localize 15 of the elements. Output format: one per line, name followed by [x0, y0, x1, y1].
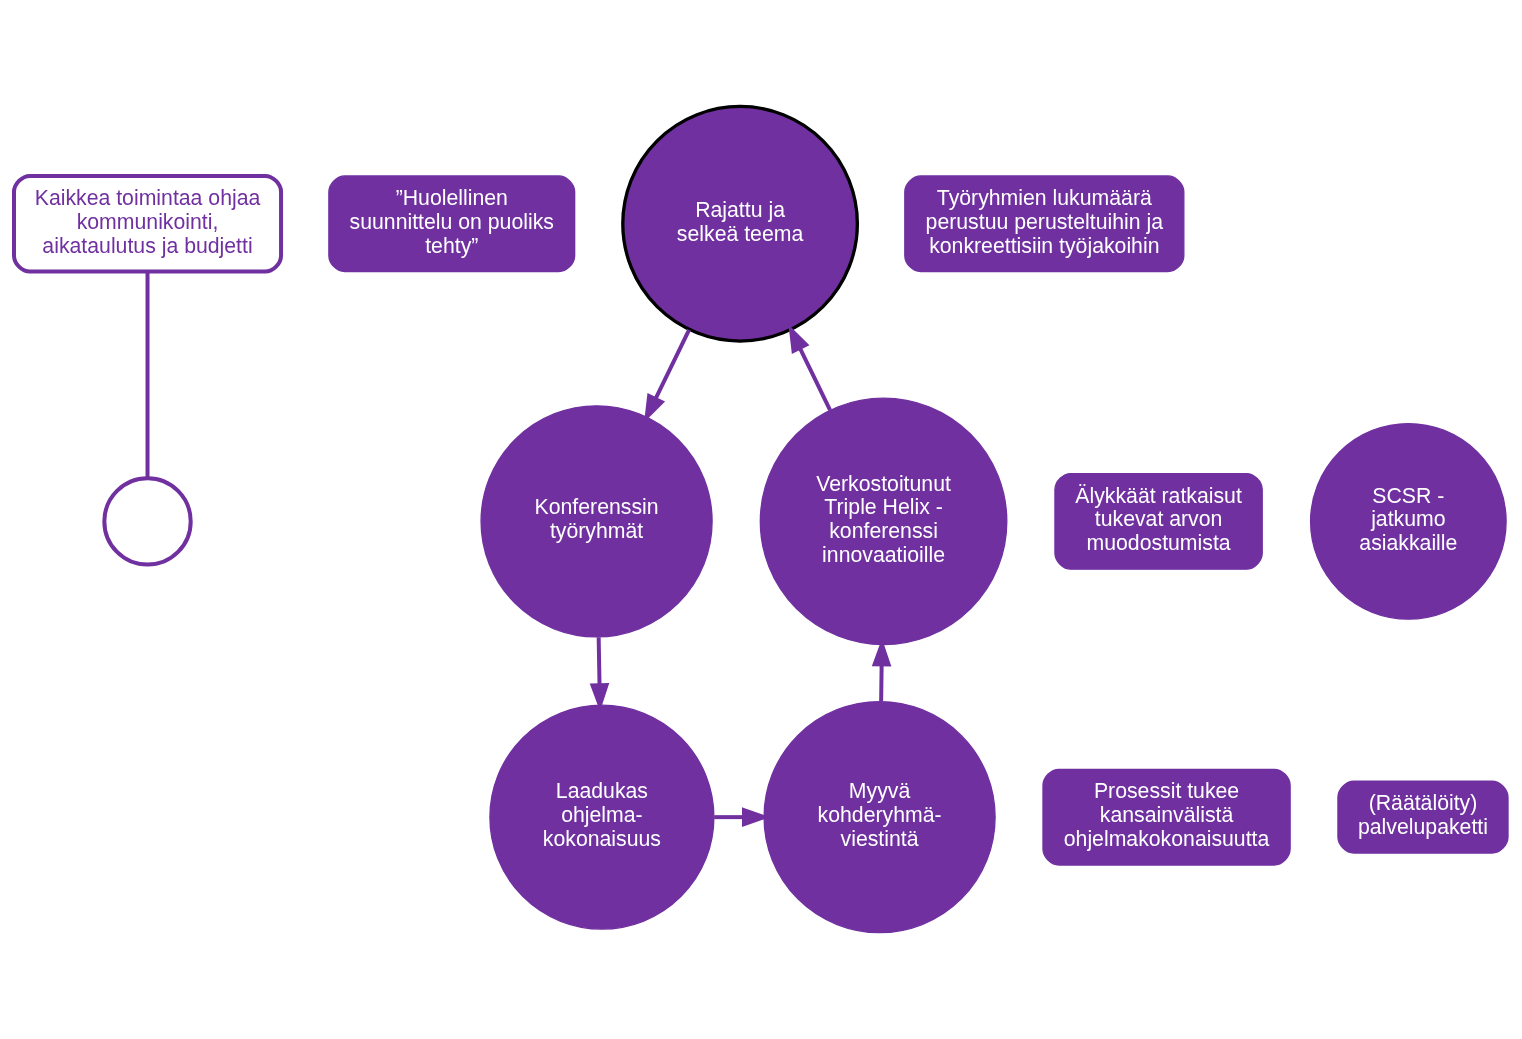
node-box: Työryhmien lukumäärä perustuu perusteltuihin ja konkreettisiin työjakoihin	[904, 175, 1185, 273]
node-box: Prosessit tukee kansainvälistä ohjelmakokonaisuutta	[1042, 768, 1291, 866]
node-circle: Myyvä kohderyhmä- viestintä	[763, 700, 996, 934]
connector	[145, 271, 150, 478]
node-box: Kaikkea toimintaa ohjaa kommunikointi, aikataulutus ja budjetti	[12, 173, 284, 274]
node-circle: Konferenssin työryhmät	[480, 405, 713, 638]
node-circle: Rajattu ja selkeä teema	[621, 104, 859, 343]
node-circle: SCSR - jatkumo asiakkaille	[1309, 422, 1507, 620]
node-box: Älykkäät ratkaisut tukevat arvon muodostumista	[1054, 472, 1263, 570]
arrow	[788, 324, 832, 411]
node-circle: Laadukas ohjelma- kokonaisuus	[489, 704, 715, 930]
node-circle	[102, 476, 193, 567]
node-box: ”Huolellinen suunnittelu on puoliks tehty”	[328, 175, 576, 273]
node-box: (Räätälöity) palvelupaketti	[1337, 780, 1509, 854]
node-circle: Verkostoitunut Triple Helix - konferenssi innovaatioille	[759, 397, 1008, 646]
